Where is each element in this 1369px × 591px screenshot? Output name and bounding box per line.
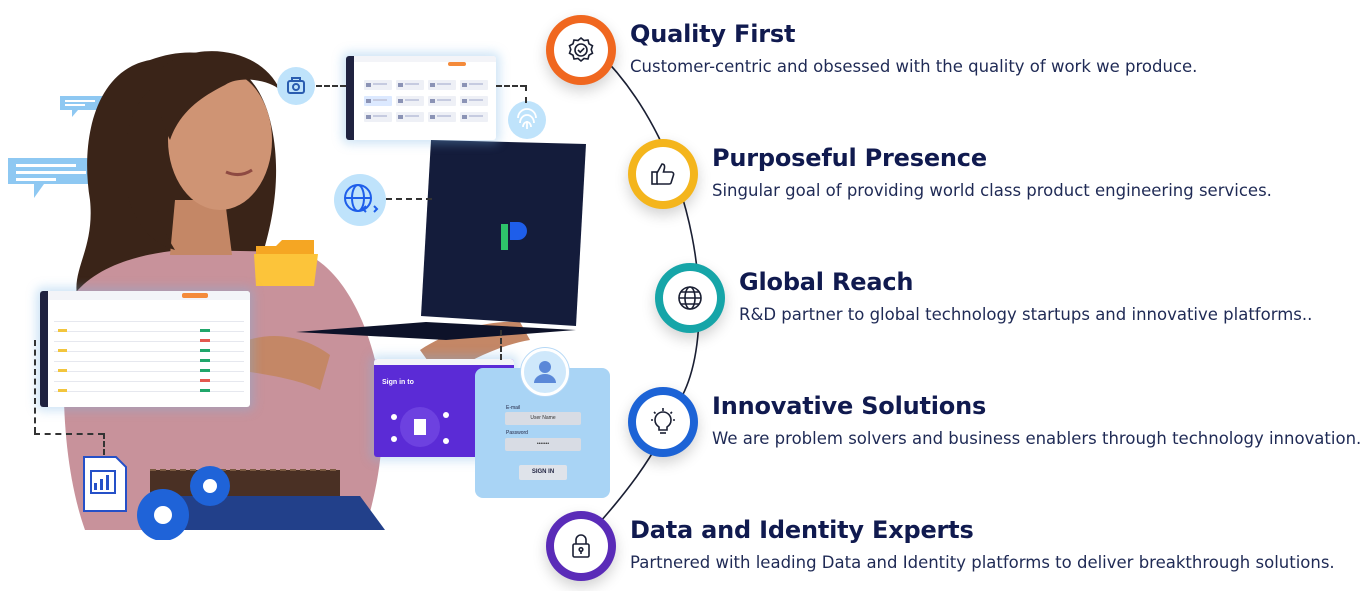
email-label: E-mail bbox=[506, 405, 521, 411]
folder-icon bbox=[254, 240, 318, 286]
signin-heading: Sign in to bbox=[382, 379, 414, 386]
email-field: User Name bbox=[505, 412, 581, 425]
signin-button: SIGN IN bbox=[519, 465, 567, 480]
laptop bbox=[296, 140, 586, 340]
gears-icon bbox=[137, 466, 230, 540]
fingerprint-icon bbox=[508, 101, 546, 139]
connector-line bbox=[500, 330, 502, 360]
web-code-globe-icon bbox=[334, 174, 386, 226]
chat-bubble-icon bbox=[8, 158, 94, 198]
connector-line bbox=[103, 433, 105, 455]
connector-line bbox=[496, 85, 526, 87]
lock-icon bbox=[546, 511, 616, 581]
table-screenshot-card bbox=[40, 291, 250, 407]
chat-bubble-icon bbox=[60, 96, 104, 117]
password-field: ••••••• bbox=[505, 438, 581, 451]
item-title: Quality First bbox=[630, 20, 796, 48]
item-title: Innovative Solutions bbox=[712, 392, 987, 420]
lightbulb-icon bbox=[628, 387, 698, 457]
report-document-icon bbox=[83, 456, 127, 512]
brand-logo-icon bbox=[501, 222, 527, 250]
quality-badge-icon bbox=[546, 15, 616, 85]
item-description: Partnered with leading Data and Identity… bbox=[630, 553, 1335, 572]
item-title: Data and Identity Experts bbox=[630, 516, 974, 544]
item-description: We are problem solvers and business enab… bbox=[712, 429, 1362, 448]
connector-line bbox=[386, 198, 432, 200]
password-label: Password bbox=[506, 430, 528, 436]
item-description: R&D partner to global technology startup… bbox=[739, 305, 1313, 324]
item-title: Purposeful Presence bbox=[712, 144, 987, 172]
thumbs-up-icon bbox=[628, 139, 698, 209]
connector-line bbox=[34, 433, 104, 435]
connector-line bbox=[34, 340, 36, 433]
user-avatar-icon bbox=[521, 348, 569, 396]
camera-lock-icon bbox=[277, 67, 315, 105]
hero-illustration: Sign in to E-mail User Name Password •••… bbox=[0, 0, 620, 591]
connector-line bbox=[525, 85, 527, 103]
item-description: Customer-centric and obsessed with the q… bbox=[630, 57, 1198, 76]
item-title: Global Reach bbox=[739, 268, 914, 296]
item-description: Singular goal of providing world class p… bbox=[712, 181, 1272, 200]
connector-line bbox=[316, 85, 346, 87]
dashboard-screenshot-card bbox=[346, 56, 496, 140]
globe-icon bbox=[655, 263, 725, 333]
